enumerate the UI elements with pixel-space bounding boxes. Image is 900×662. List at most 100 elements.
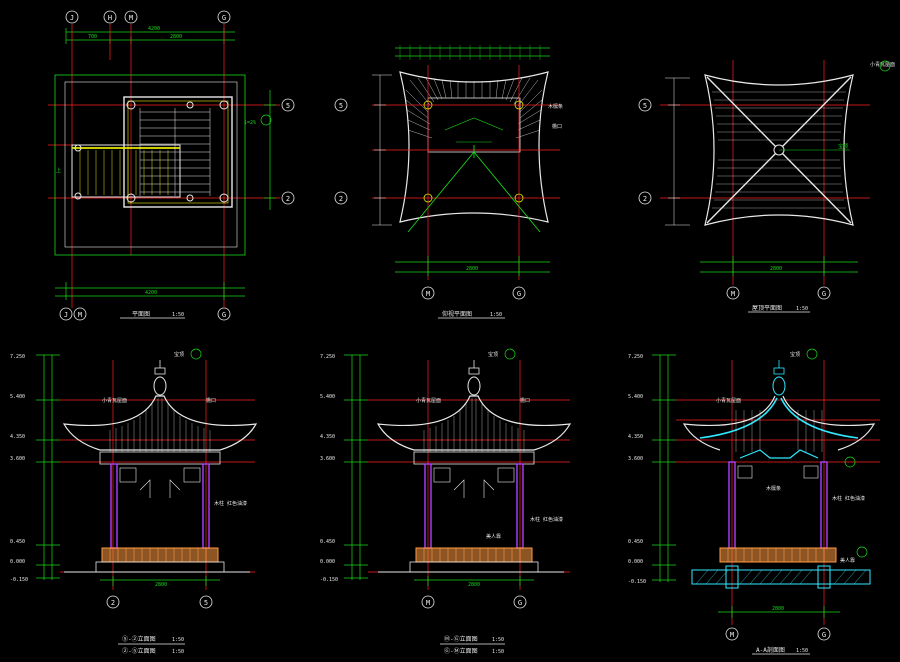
e1-tile-lines [109,398,211,452]
elevation-5-2: 7.250 5.400 4.350 3.600 0.450 0.000 -0.1… [10,348,258,655]
e2-bottom-dimensions [414,576,534,586]
s-title: A-A剖面图 [756,646,785,654]
svg-text:M: M [78,311,82,319]
e2-brackets [433,467,515,498]
rfp-center-detail [444,117,504,143]
rp-ridge-note: 宝顶 [838,143,848,150]
s-foundation-slab [691,569,871,585]
rfp-bottom-dimensions [395,256,550,276]
plan-site-boundary [54,74,246,256]
e2-dim-bay: 2800 [468,582,480,588]
e1-title-b: ②-⑤立面图 [122,647,156,655]
e1-grade-ground: 0.000 [10,559,25,565]
e1-finial [153,376,167,396]
e2-ridge-callout [504,348,516,360]
e1-grid-bubble-2: 2 [106,595,120,609]
plan-dim-side: 700 [88,34,97,40]
e1-scale: 1:50 [172,637,184,643]
svg-text:5: 5 [204,599,208,607]
e2-bench-rail [415,547,533,563]
rp-tile-lines [712,91,846,209]
e1-gutter-note: 檐口 [206,397,216,404]
svg-text:G: G [222,311,226,319]
s-grade-top: 7.250 [628,354,643,360]
s-bench-callout [856,546,868,558]
e1-grade-eave: 3.600 [10,456,25,462]
e2-grade-top: 7.250 [320,354,335,360]
s-grade-scale [652,354,676,582]
e1-tile-note: 小青瓦屋面 [102,397,127,404]
e2-scale-b: 1:50 [492,649,504,655]
grid-bubble-M-bottom: M [73,307,87,321]
svg-text:5: 5 [339,102,343,110]
s-finial [772,376,786,396]
grid-bubble-M-top: M [124,10,138,24]
e2-column-note: 木柱 红色油漆 [530,516,563,523]
rfp-top-dimensions [395,47,550,57]
rp-title: 屋顶平面图 [752,305,782,312]
grid-bubble-H-top: H [103,10,117,24]
rfp-grid-bubble-M: M [421,286,435,300]
roof-framing-plan: 5 2 M G 2800 木檩条 檐口 仰视平面图 1:50 [334,45,563,319]
e1-grade-scale [36,354,60,580]
e1-grade-roof-mid: 4.350 [10,434,25,440]
grid-bubble-2-right: 2 [281,191,295,205]
svg-text:M: M [731,290,735,298]
rfp-left-dimensions [372,74,392,226]
plan-detail-callout [260,114,272,126]
e1-ridge-note: 宝顶 [174,351,184,358]
grid-bubble-J-bottom: J [59,307,73,321]
pavilion-stair-treads [139,108,211,196]
svg-text:M: M [426,290,430,298]
rfp-gutter-note: 檐口 [552,123,562,130]
s-ridge-note: 宝顶 [790,351,800,358]
s-roof-left-profile [682,395,776,451]
svg-text:G: G [222,14,226,22]
s-bottom-dimensions [718,606,840,618]
s-eave-callout [844,456,856,468]
s-foundation-hatch [695,569,867,585]
rp-dim-bottom: 2800 [770,266,782,272]
s-grade-roof-mid: 4.350 [628,434,643,440]
rfp-scale: 1:50 [490,312,502,318]
rfp-top-ticks [399,45,541,60]
rfp-beam-note: 木檩条 [548,103,563,110]
e1-eave-band [99,451,221,465]
s-tile-note: 小青瓦屋面 [716,397,741,404]
svg-text:5: 5 [286,102,290,110]
svg-text:5: 5 [643,102,647,110]
rp-scale: 1:50 [796,306,808,312]
corridor-step-lines [79,150,169,195]
svg-text:H: H [108,14,112,22]
s-grade-roof-hi: 5.400 [628,394,643,400]
e2-ridge-note: 宝顶 [488,351,498,358]
section-A-A: 7.250 5.400 4.350 3.600 0.450 0.000 -0.1… [628,348,880,655]
plan-dim-total: 4200 [148,26,160,32]
svg-text:M: M [129,14,133,22]
rfp-grid-bubble-5: 5 [334,98,348,112]
plan-slope-note: i=2% [244,120,256,126]
grid-bubble-G-top: G [217,10,231,24]
svg-text:M: M [730,631,734,639]
s-rafter-lines [735,410,823,452]
e2-roof-profile [376,395,572,451]
e1-brackets [119,467,201,498]
e2-scale: 1:50 [492,637,504,643]
s-grade-eave: 3.600 [628,456,643,462]
e2-gutter-note: 檐口 [520,397,530,404]
svg-text:G: G [517,290,521,298]
rfp-title: 仰视平面图 [442,310,472,318]
plan-dim-bottom: 4200 [145,290,157,296]
rp-axis-lines [660,60,870,285]
rp-left-dimensions [665,77,690,226]
plan-scale: 1:50 [172,312,184,318]
s-level-lines [676,360,880,625]
rfp-columns [423,100,524,203]
e2-grid-bubble-G: G [513,595,527,609]
s-bench-note: 美人靠 [840,557,855,564]
plan-dim-bay: 2800 [170,34,182,40]
svg-text:2: 2 [111,599,115,607]
e1-column-note: 木柱 红色油漆 [214,500,247,507]
svg-text:2: 2 [339,195,343,203]
